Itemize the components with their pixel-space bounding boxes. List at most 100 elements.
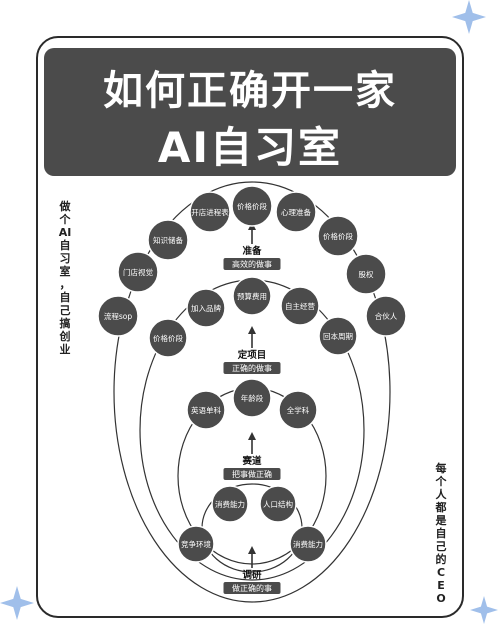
node-circle (231, 185, 273, 227)
stage-title: 调研 (242, 569, 262, 581)
title-line-1: 如何正确开一家 (103, 68, 397, 114)
node-middle-0: 价格价段 (148, 318, 188, 358)
node-label: 预算费用 (237, 291, 267, 301)
node-middle-4: 回本周期 (318, 316, 358, 356)
vertical-char: 自 (59, 239, 71, 252)
vertical-char: 创 (59, 330, 71, 343)
vertical-char: E (437, 579, 445, 592)
stage-title: 定项目 (237, 349, 267, 361)
stage-subtitle: 把事做正确 (232, 469, 272, 479)
node-core-2: 人口结构 (259, 485, 297, 523)
node-label: 消费能力 (293, 539, 323, 549)
node-circle (186, 390, 226, 430)
node-label: 自主经营 (285, 301, 315, 311)
vertical-char: O (436, 592, 446, 605)
node-label: 加入品牌 (191, 303, 221, 313)
node-circle (289, 525, 327, 563)
node-circle (232, 276, 272, 316)
node-outer-8: 合伙人 (365, 295, 407, 337)
node-outer-2: 知识储备 (147, 219, 189, 261)
vertical-char: 习 (59, 252, 71, 265)
vertical-char: 自 (435, 527, 447, 540)
node-circle (97, 295, 139, 337)
vertical-char: 的 (435, 553, 447, 566)
node-circle (275, 191, 317, 233)
vertical-char: C (436, 566, 446, 579)
node-label: 消费能力 (215, 499, 245, 509)
node-label: 回本周期 (323, 331, 353, 341)
vertical-char: ， (59, 278, 71, 291)
node-circle (365, 295, 407, 337)
node-outer-6: 价格价段 (317, 215, 359, 257)
node-middle-2: 预算费用 (232, 276, 272, 316)
vertical-char: 是 (435, 514, 447, 527)
node-circle (117, 251, 159, 293)
node-label: 股权 (359, 269, 374, 279)
vertical-char: 人 (435, 488, 447, 501)
vertical-char: 都 (435, 501, 447, 514)
node-circle (148, 318, 188, 358)
node-label: 年龄段 (241, 393, 264, 403)
node-label: 价格价段 (323, 231, 353, 241)
node-circle (186, 288, 226, 328)
vertical-char: 搞 (59, 317, 71, 330)
node-middle-3: 自主经营 (280, 286, 320, 326)
stage-title: 准备 (242, 245, 262, 257)
node-circle (318, 316, 358, 356)
node-label: 价格价段 (153, 333, 183, 343)
stage-subtitle-box (223, 468, 281, 480)
node-label: 英语单科 (191, 405, 221, 415)
node-core-3: 消费能力 (289, 525, 327, 563)
vertical-char: 自 (59, 291, 71, 304)
node-label: 合伙人 (375, 311, 398, 321)
node-label: 竞争环境 (181, 539, 211, 549)
node-outer-0: 流程sop (97, 295, 139, 337)
node-circle (280, 286, 320, 326)
diagram-nodes: 流程sop门店视觉知识储备开店进程表价格价段心理准备价格价段股权合伙人价格价段加… (97, 185, 407, 563)
node-circle (278, 390, 318, 430)
node-circle (189, 191, 231, 233)
node-circle (317, 215, 359, 257)
node-core-0: 竞争环境 (177, 525, 215, 563)
up-arrow-icon (248, 546, 256, 568)
node-label: 知识储备 (153, 235, 183, 245)
title-line-2: AI自习室 (157, 123, 343, 172)
stage-title: 赛道 (241, 455, 262, 467)
node-label: 价格价段 (237, 201, 267, 211)
stage-subtitle: 做正确的事 (232, 583, 272, 593)
vertical-char: 个 (59, 213, 71, 226)
stage-subtitle: 高效的做事 (232, 259, 272, 269)
node-label: 门店视觉 (123, 267, 153, 277)
node-label: 开店进程表 (191, 207, 229, 217)
node-outer-1: 门店视觉 (117, 251, 159, 293)
node-label: 人口结构 (263, 499, 293, 509)
vertical-char: 己 (59, 304, 71, 317)
node-circle (259, 485, 297, 523)
ring-0 (113, 181, 391, 603)
node-circle (345, 253, 387, 295)
stage-subtitle-box (223, 362, 281, 374)
title-banner: 如何正确开一家 AI自习室 (44, 48, 456, 176)
vertical-char: AI (58, 226, 72, 239)
node-circle (147, 219, 189, 261)
node-label: 全学科 (287, 405, 310, 415)
node-circle (211, 485, 249, 523)
node-core-1: 消费能力 (211, 485, 249, 523)
node-middle-1: 加入品牌 (186, 288, 226, 328)
vertical-char: 业 (59, 343, 71, 356)
node-outer-5: 心理准备 (275, 191, 317, 233)
up-arrow-icon (248, 432, 256, 454)
stage-subtitle-box (223, 582, 281, 594)
vertical-char: 室 (59, 265, 71, 278)
node-inner-2: 全学科 (278, 390, 318, 430)
node-label: 流程sop (104, 311, 132, 321)
vertical-char: 己 (435, 540, 447, 553)
